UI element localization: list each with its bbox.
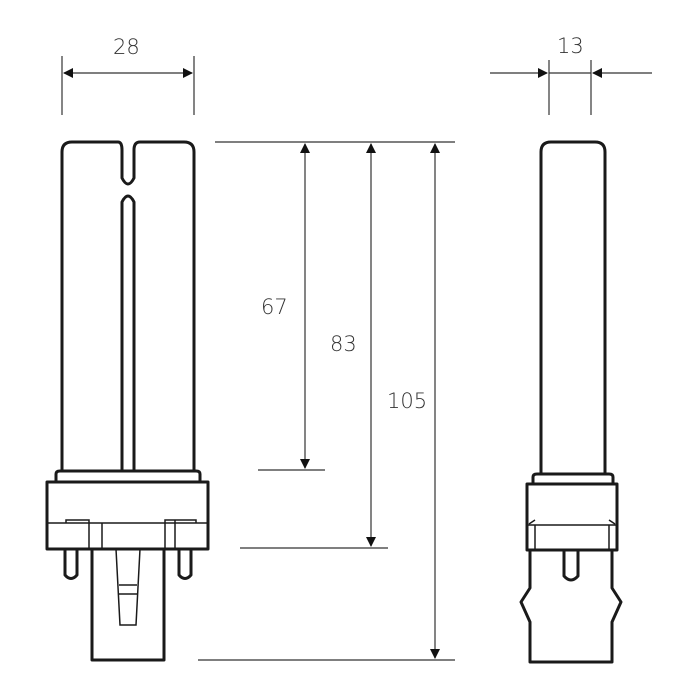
side-view-lamp (519, 140, 623, 664)
dimension-label-width-front: 28 (113, 35, 140, 59)
dimension-label-height-to-base: 83 (330, 332, 357, 356)
dimension-label-width-side: 13 (557, 34, 584, 58)
front-view-lamp (45, 140, 210, 662)
dimension-label-total-height: 105 (387, 389, 428, 413)
dimension-lines (61, 56, 652, 661)
dimension-label-tube-height: 67 (261, 295, 288, 319)
